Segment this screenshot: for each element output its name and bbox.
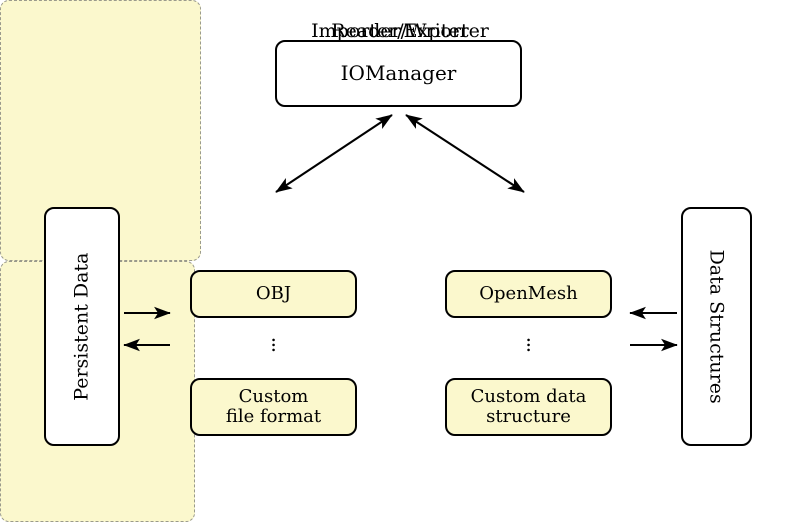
edge-iomanager-importerexporter [405,114,525,193]
item-openmesh-label: OpenMesh [479,282,578,304]
node-data-structures-label: Data Structures [706,249,729,404]
node-persistent-data[interactable]: Persistent Data [44,207,120,446]
item-custom-file-format-line2: file format [225,406,322,427]
node-data-structures[interactable]: Data Structures [681,207,752,446]
item-obj[interactable]: OBJ [190,270,357,318]
item-custom-file-format[interactable]: Custom file format [190,378,357,436]
item-custom-data-structure-label: Custom data structure [470,385,587,427]
item-custom-data-structure[interactable]: Custom data structure [445,378,612,436]
item-custom-file-format-label: Custom file format [225,385,322,427]
node-iomanager[interactable]: IOManager [275,40,522,107]
group-reader-writer-title: Reader/Writer [331,20,469,42]
node-iomanager-label: IOManager [340,61,457,86]
item-openmesh[interactable]: OpenMesh [445,270,612,318]
node-persistent-data-label: Persistent Data [70,252,93,401]
item-custom-data-structure-line1: Custom data [470,385,587,407]
edge-iomanager-readerwriter [275,114,393,193]
ellipsis-importer-exporter: . . . [525,322,532,356]
item-custom-data-structure-line2: structure [486,406,571,427]
item-custom-file-format-line1: Custom [238,385,309,407]
group-importer-exporter-title: Importer/Exporter [311,20,489,42]
ellipsis-reader-writer: . . . [270,322,277,356]
item-obj-label: OBJ [255,282,292,304]
architecture-diagram: IOManager Persistent Data Data Structure… [0,0,752,522]
